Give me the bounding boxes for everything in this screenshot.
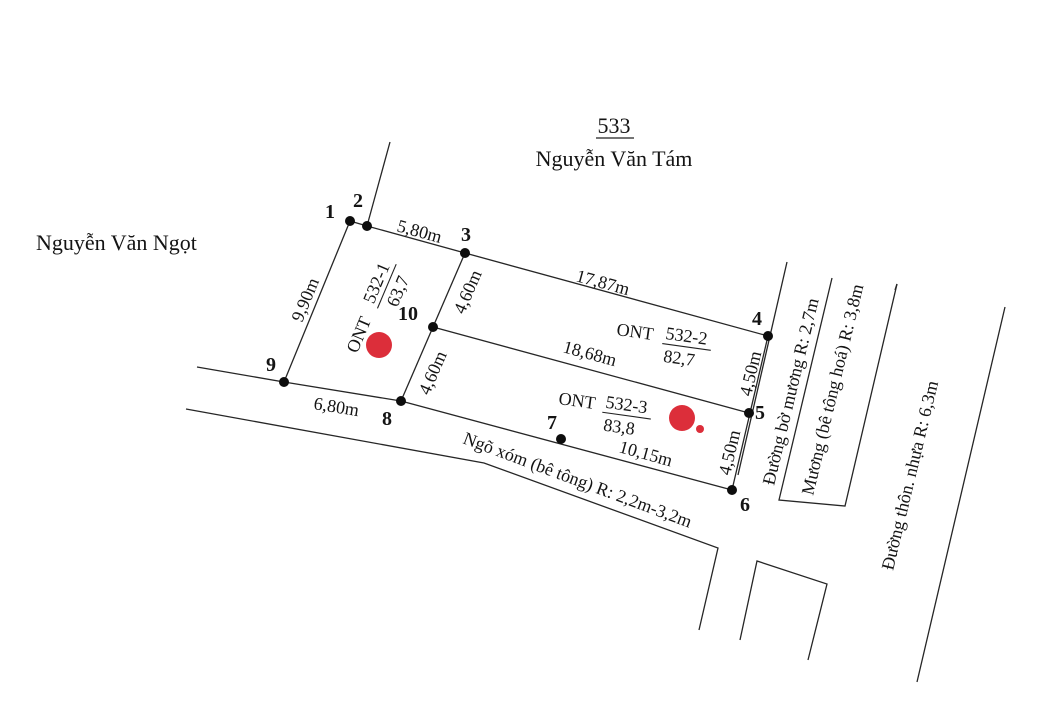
fraction-bar [662,342,711,351]
edge-2-3 [366,225,466,254]
point-9-label: 9 [266,354,276,376]
alley-outer-edge [185,408,719,631]
dim-10-5: 18,68m [561,337,619,371]
context-lines [185,141,1006,683]
point-8-dot [396,396,406,406]
dim-10-8: 4,60m [414,348,450,398]
point-8-label: 8 [382,408,392,430]
dim-2-3: 5,80m [395,216,444,247]
point-5-dot [744,408,754,418]
parcel-532-3-label: ONT 532-3 83,8 [557,388,651,439]
point-3-label: 3 [461,224,471,246]
north-boundary-line [366,141,391,227]
point-7-dot [556,434,566,444]
parcel-532-2-use: ONT [615,319,654,344]
neighbor-parcel-number: 533 [598,113,631,138]
parcel-532-2-label: ONT 532-2 82,7 [615,319,711,370]
edge-9-8 [283,381,402,402]
dim-3-10: 4,60m [449,267,485,317]
point-6-dot [727,485,737,495]
point-10-dot [428,322,438,332]
red-location-marker [669,405,695,431]
point-5-label: 5 [755,402,765,424]
point-2-label: 2 [353,190,363,212]
point-4-label: 4 [752,308,762,330]
edge-3-4 [464,252,769,337]
canal-outline [778,277,898,507]
red-small-marker [696,425,704,433]
point-1-dot [345,216,355,226]
dim-7-6: 10,15m [617,437,675,471]
neighbor-owner-top: Nguyễn Văn Tám [536,146,693,171]
point-4-dot [763,331,773,341]
canal-top-tick [894,283,898,291]
parcel-532-3-use: ONT [557,388,596,413]
neighbor-owner-left: Nguyễn Văn Ngọt [36,230,197,255]
dim-3-4: 17,87m [574,266,632,300]
point-3-dot [460,248,470,258]
fraction-bar [602,411,651,420]
point-9-dot [279,377,289,387]
point-6-label: 6 [740,494,750,516]
edge-10-5 [432,326,750,414]
canal-bank-line-left [737,261,788,476]
point-1-label: 1 [325,201,335,223]
point-7-label: 7 [547,412,557,434]
point-10-label: 10 [398,303,418,325]
red-location-marker [366,332,392,358]
alley-corner-block [739,560,828,661]
parcel-532-2-area: 82,7 [662,346,696,370]
edge-8-6 [400,400,733,491]
parcel-532-3-area: 83,8 [602,415,636,439]
fraction-bar [376,263,397,309]
edge-1-9 [283,220,351,383]
alley-label: Ngõ xóm (bê tông) R: 2,2m-3,2m [460,428,694,533]
west-boundary-line [196,366,285,383]
village-road-right-edge [916,306,1006,683]
village-road-label: Đường thôn. nhựa R: 6,3m [877,379,942,572]
survey-points: 1 2 3 4 5 6 7 8 9 10 [266,190,773,516]
dim-9-8: 6,80m [312,393,360,420]
point-2-dot [362,221,372,231]
neighbor-parcel-533: 533 Nguyễn Văn Tám [536,113,693,171]
